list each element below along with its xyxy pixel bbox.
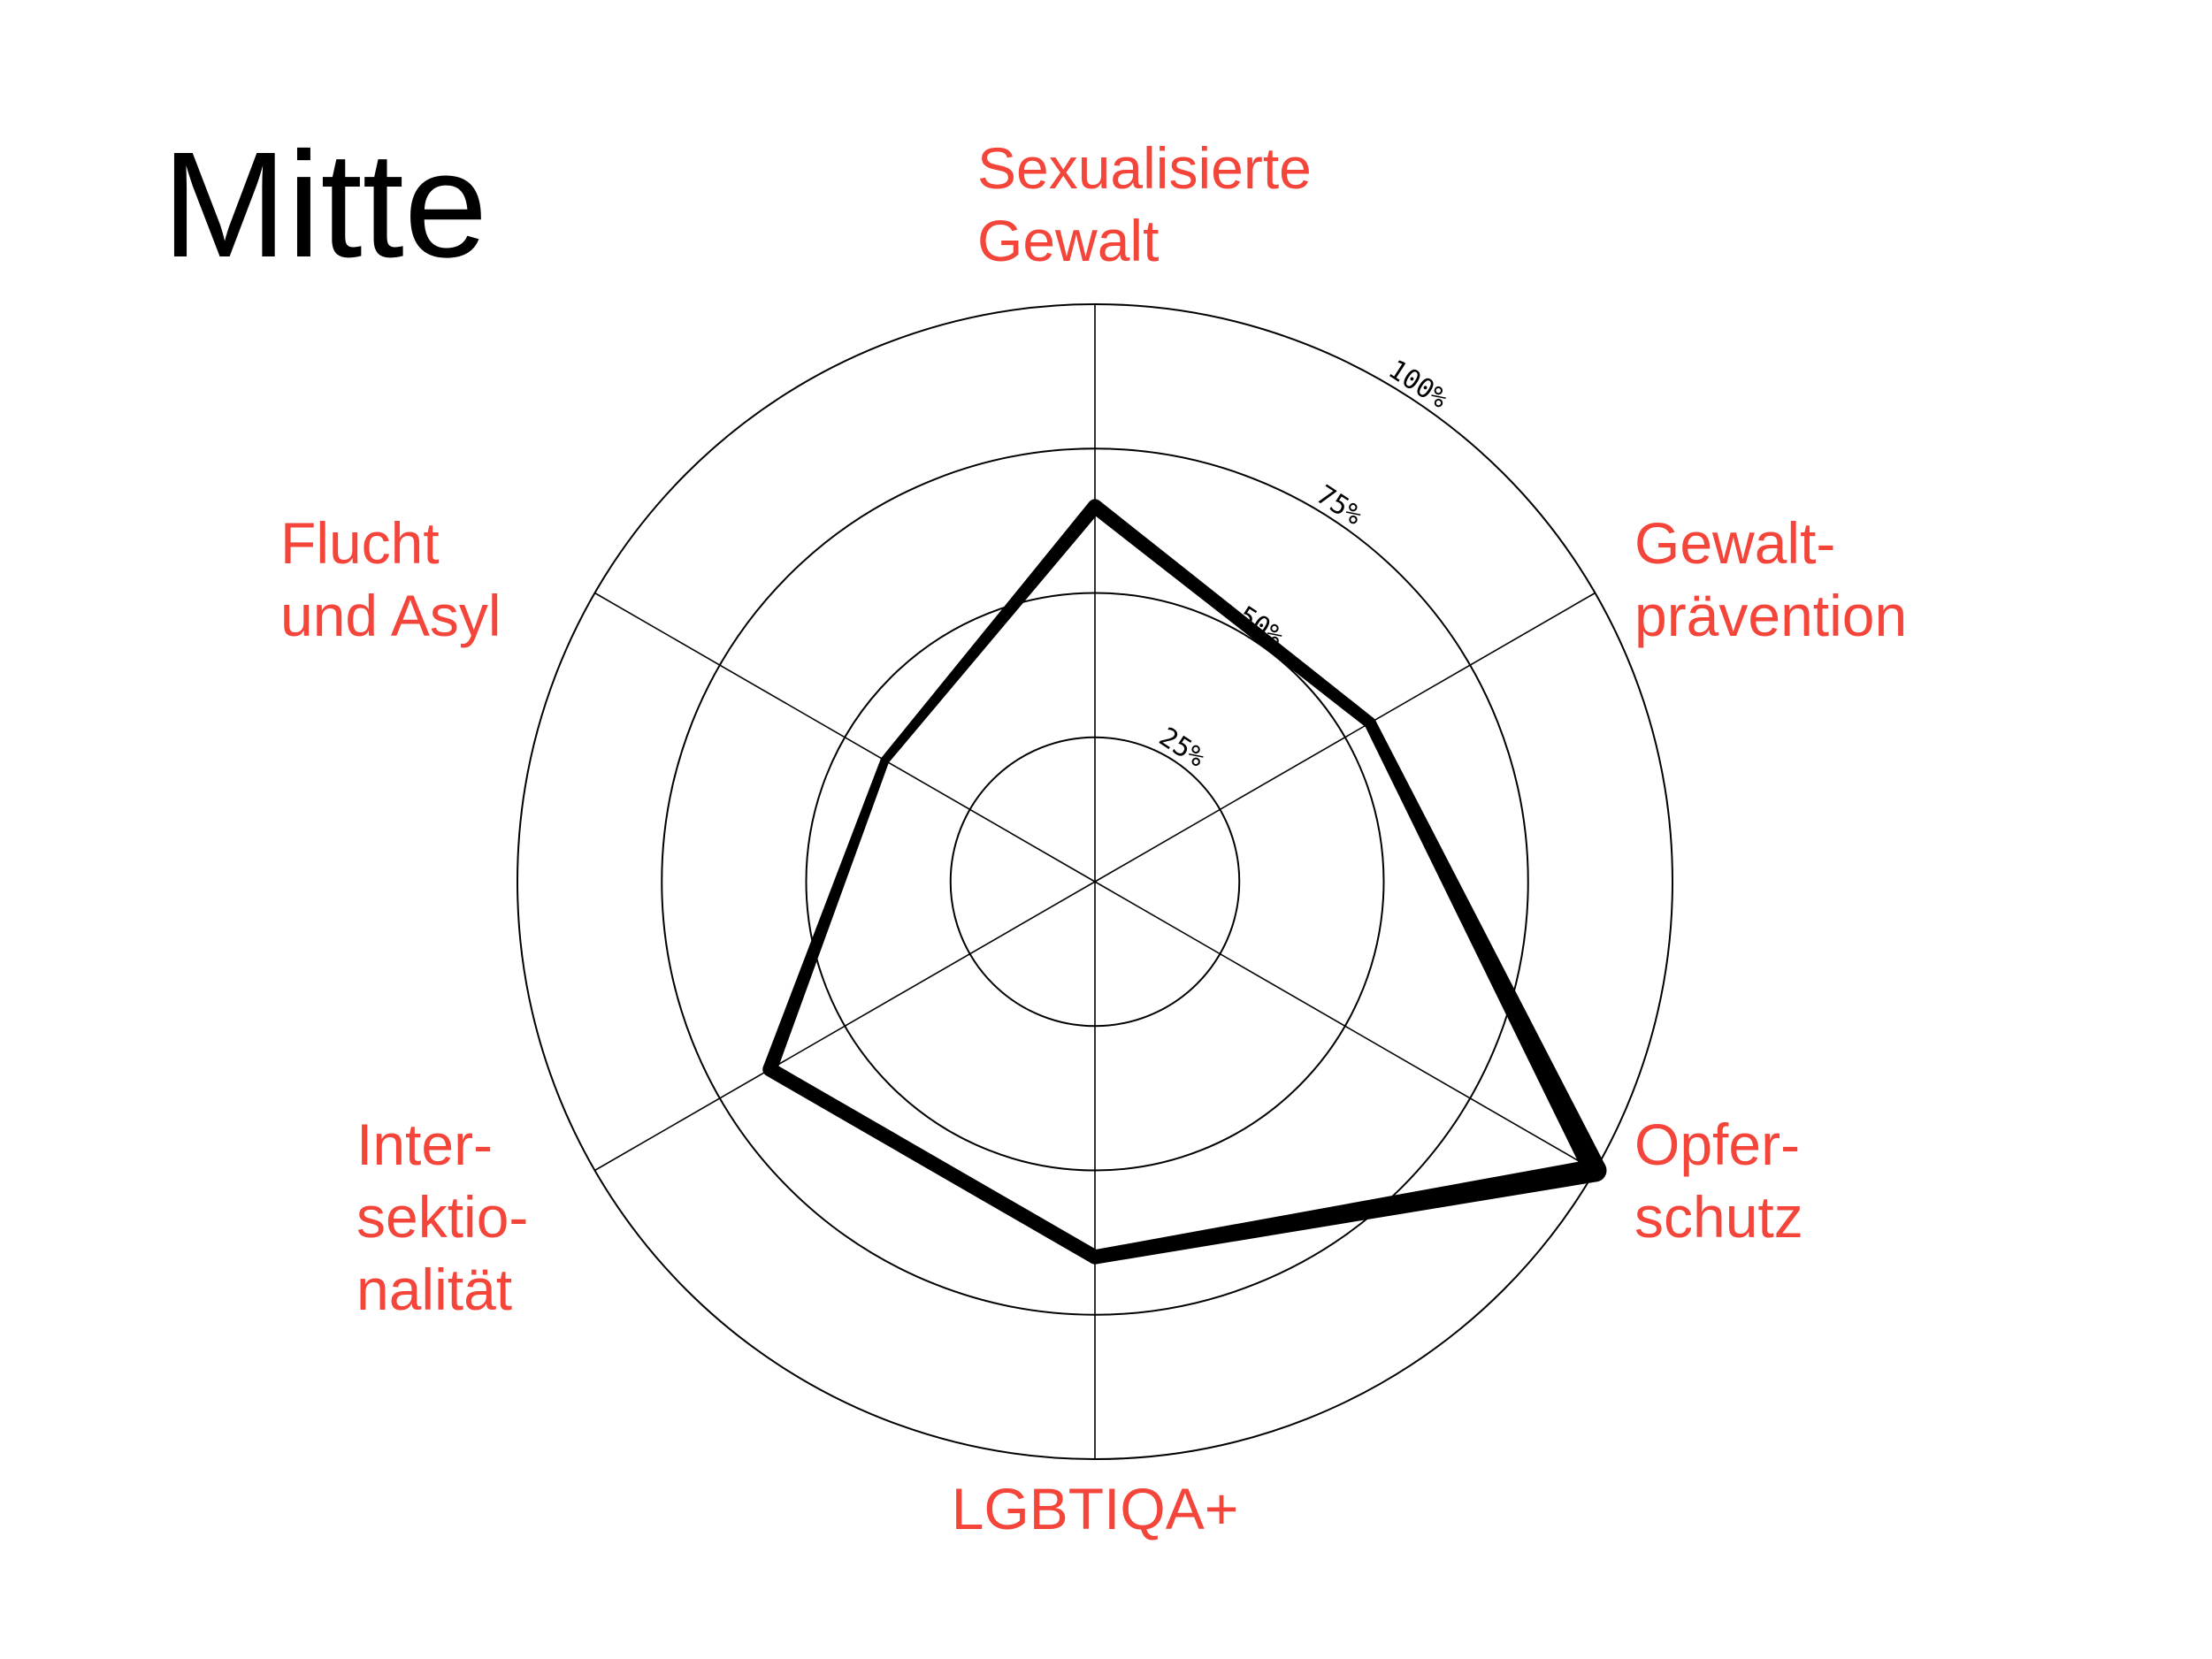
tick-label-75: 75% [1311,479,1368,531]
series-segment-0 [1090,501,1374,728]
data-point-1 [1364,716,1376,730]
page-title: Mitte [162,121,487,289]
series-segment-5 [881,501,1101,764]
spoke-5 [594,592,1096,883]
tick-label-25: 25% [1153,722,1211,774]
axis-label-line: Gewalt [977,208,1159,273]
series-segment-2 [1093,1158,1597,1265]
axis-label-line: prävention [1634,583,1907,648]
radar-series [762,499,1607,1265]
axis-label-line: Opfer- [1634,1112,1800,1177]
series-segment-3 [766,1063,1099,1264]
spoke-4 [594,881,1096,1172]
axis-label-3: LGBTIQA+ [952,1476,1239,1541]
data-point-2 [1583,1158,1607,1182]
series-segment-1 [1365,720,1606,1176]
axis-label-5: Flucht und Asyl [280,510,501,648]
axis-label-line: schutz [1634,1184,1803,1250]
series-segment-4 [762,759,890,1073]
spoke-1 [1094,592,1596,883]
axis-label-1: Gewalt-prävention [1634,510,1907,648]
radar-spokes [594,304,1596,1459]
radar-tick-labels: 25%50%75%100% [1153,354,1453,774]
axis-label-line: sektio- [356,1184,528,1250]
axis-label-line: Sexualisierte [977,135,1312,201]
axis-label-line: Gewalt- [1634,510,1835,576]
axis-label-line: Inter- [356,1112,493,1177]
data-point-3 [1087,1250,1103,1265]
axis-label-line: LGBTIQA+ [952,1476,1239,1541]
spoke-2 [1094,881,1596,1172]
data-point-0 [1087,499,1103,514]
axis-label-2: Opfer-schutz [1634,1112,1803,1250]
axis-label-4: Inter-sektio-nalität [356,1112,528,1322]
axis-label-line: und Asyl [280,583,501,648]
data-point-4 [762,1062,777,1077]
axis-label-line: nalität [356,1257,512,1322]
data-point-5 [880,755,890,765]
tick-label-100: 100% [1382,354,1453,415]
axis-label-line: Flucht [280,510,440,576]
